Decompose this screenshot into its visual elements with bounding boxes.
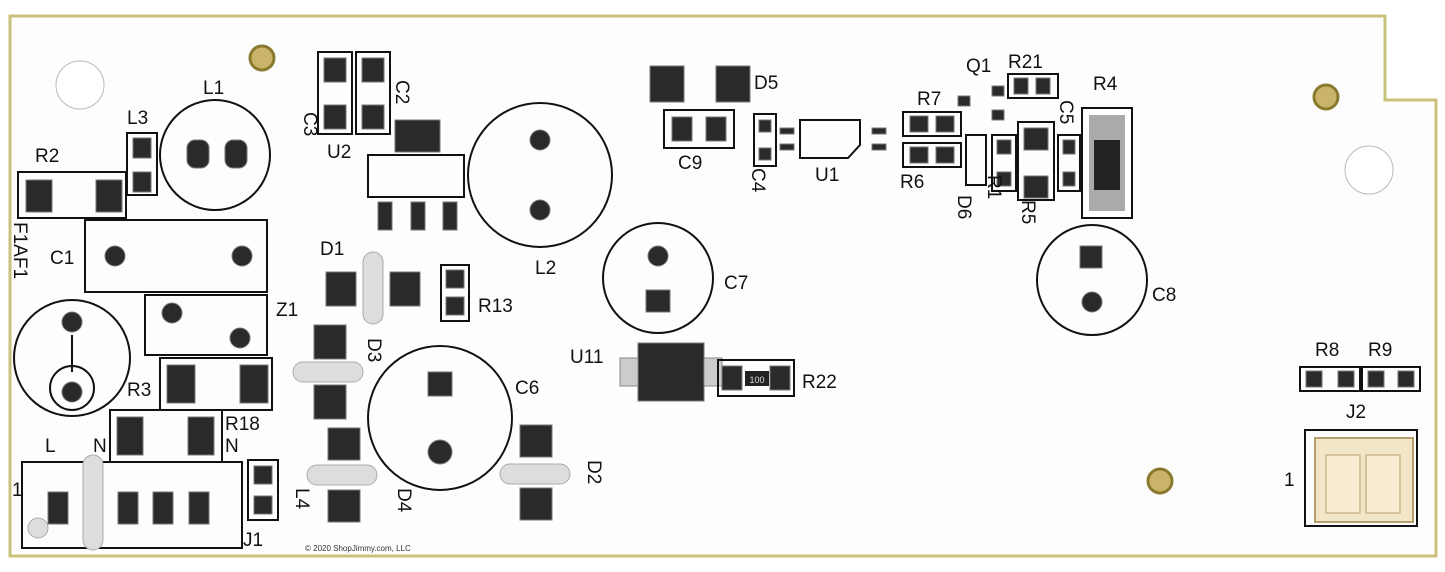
label-C1: C1 bbox=[50, 248, 74, 269]
inductor-L2 bbox=[467, 102, 613, 248]
connector-J2 bbox=[1304, 429, 1418, 527]
label-R7: R7 bbox=[917, 89, 941, 110]
label-D6: D6 bbox=[953, 195, 974, 219]
label-U11: U11 bbox=[570, 347, 603, 368]
label-C6: C6 bbox=[515, 378, 539, 399]
label-D1: D1 bbox=[320, 239, 344, 260]
label-D3: D3 bbox=[363, 338, 384, 362]
inductor-L1 bbox=[159, 99, 271, 211]
label-Q1: Q1 bbox=[966, 56, 991, 77]
label-D5: D5 bbox=[754, 73, 778, 94]
label-C9: C9 bbox=[678, 153, 702, 174]
label-R5: R5 bbox=[1017, 200, 1038, 224]
label-Z1: Z1 bbox=[276, 300, 298, 321]
label-N: N bbox=[93, 436, 107, 457]
resistor-L3 bbox=[126, 132, 158, 196]
label-C4: C4 bbox=[747, 168, 768, 193]
mount-pad bbox=[1146, 467, 1174, 495]
capacitor-C8 bbox=[1036, 224, 1148, 336]
label-pin1: 1 bbox=[12, 480, 23, 501]
label-C7: C7 bbox=[724, 273, 748, 294]
label-J2: J2 bbox=[1346, 402, 1366, 423]
label-F1AF1: F1AF1 bbox=[9, 222, 30, 279]
label-L: L bbox=[45, 436, 56, 457]
label-U1: U1 bbox=[815, 165, 839, 186]
label-C2: C2 bbox=[391, 80, 412, 104]
resistor-value: 100 bbox=[749, 375, 764, 385]
connector-J1 bbox=[21, 461, 243, 549]
label-R21: R21 bbox=[1008, 52, 1043, 73]
label-R6: R6 bbox=[900, 172, 924, 193]
label-L4: L4 bbox=[291, 488, 312, 510]
mount-pad bbox=[248, 44, 276, 72]
chip-U11 bbox=[637, 342, 705, 402]
label-R9: R9 bbox=[1368, 340, 1392, 361]
label-D2: D2 bbox=[583, 460, 604, 484]
mount-pad bbox=[1312, 83, 1340, 111]
label-U2: U2 bbox=[327, 142, 351, 163]
label-D4: D4 bbox=[393, 488, 414, 513]
label-pin1: 1 bbox=[1284, 470, 1295, 491]
label-C8: C8 bbox=[1152, 285, 1176, 306]
label-R1: R1 bbox=[983, 175, 1004, 199]
label-R3: R3 bbox=[127, 380, 151, 401]
label-C3: C3 bbox=[299, 112, 320, 136]
label-J1: J1 bbox=[243, 530, 263, 551]
label-L3: L3 bbox=[127, 108, 148, 129]
mount-hole bbox=[1344, 145, 1394, 195]
label-R13: R13 bbox=[478, 296, 513, 317]
capacitor-C7 bbox=[602, 222, 714, 334]
label-R18: R18 bbox=[225, 414, 260, 435]
label-L2: L2 bbox=[535, 258, 556, 279]
label-R8: R8 bbox=[1315, 340, 1339, 361]
label-R4: R4 bbox=[1093, 74, 1118, 95]
label-R22: R22 bbox=[802, 372, 837, 393]
fuse-F1AF1 bbox=[13, 299, 131, 417]
label-R2: R2 bbox=[35, 146, 59, 167]
resistor-R2 bbox=[17, 171, 127, 219]
copyright-text: © 2020 ShopJimmy.com, LLC bbox=[305, 544, 411, 553]
capacitor-C6 bbox=[367, 345, 513, 491]
capacitor-C1 bbox=[84, 219, 268, 293]
mount-hole bbox=[55, 60, 105, 110]
label-L1: L1 bbox=[203, 78, 224, 99]
label-C5: C5 bbox=[1055, 100, 1076, 124]
label-N: N bbox=[225, 436, 239, 457]
silkscreen-labels: L1 L3 R2 C3 C2 U2 F1AF1 C1 D1 R13 L2 Z1 … bbox=[9, 52, 1392, 553]
